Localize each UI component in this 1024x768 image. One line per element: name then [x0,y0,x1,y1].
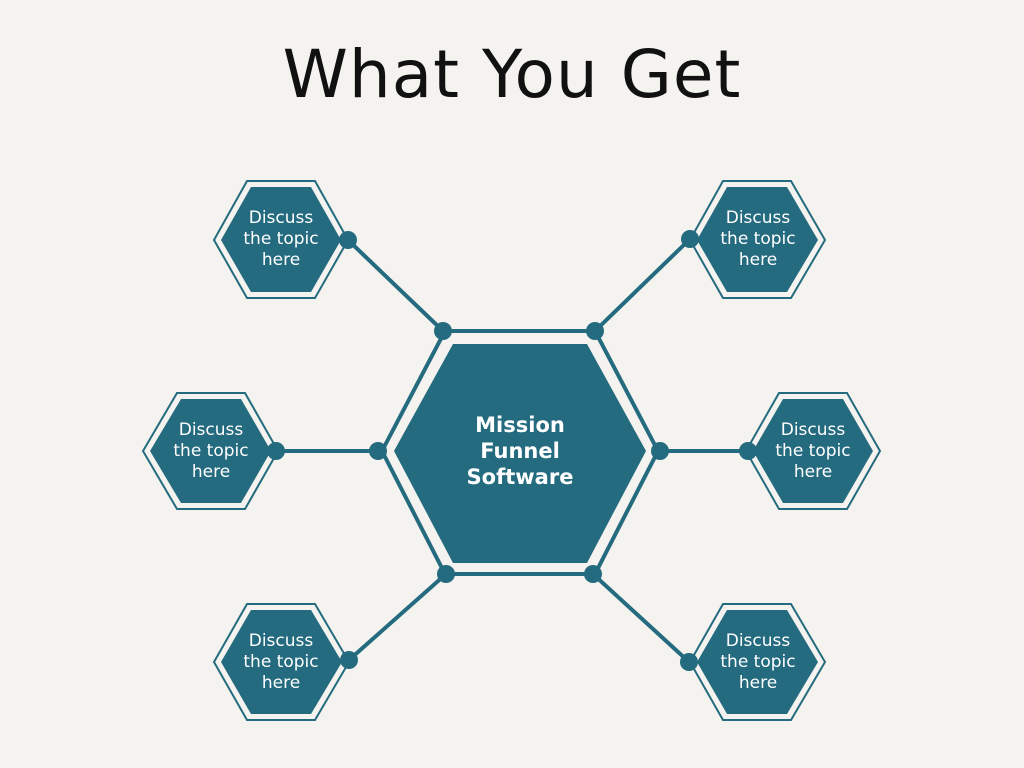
connector-dot [339,231,357,249]
node-hex-top-right [688,180,827,299]
connector-dot [267,442,285,460]
connector-bottom-left [347,572,448,662]
node-hex-bottom-right [688,603,827,721]
node-hex-mid-right [744,392,882,510]
node-label-line: here [191,462,231,482]
connector-dot [586,322,604,340]
connector-top-right [593,237,692,333]
node-label-line: Discuss [780,420,846,440]
node-label-bottom-right: Discuss the topic here [703,631,813,694]
node-label-line: Discuss [725,631,791,651]
node-label-line: Discuss [725,208,791,228]
page-title: What You Get [282,36,742,113]
node-label-line: the topic [775,441,851,461]
connector-dot [340,651,358,669]
node-label-line: here [793,462,833,482]
node-label-line: here [738,673,778,693]
connector-dot [681,230,699,248]
connector-bottom-right [591,572,691,664]
connector-dot [584,565,602,583]
node-label-top-left: Discuss the topic here [226,208,336,271]
connector-top-left [346,238,445,333]
node-label-line: Discuss [248,631,314,651]
node-label-line: the topic [243,652,319,672]
node-label-line: here [261,250,301,270]
connector-dot [680,653,698,671]
connector-dot [437,565,455,583]
center-label: Mission Funnel Software [420,412,620,490]
node-label-line: here [261,673,301,693]
node-label-mid-left: Discuss the topic here [156,420,266,483]
center-label-line: Software [466,465,574,489]
node-label-line: Discuss [178,420,244,440]
connector-dot [434,322,452,340]
center-hex [394,344,646,563]
node-label-line: the topic [720,652,796,672]
node-label-top-right: Discuss the topic here [703,208,813,271]
center-label-line: Mission [475,413,565,437]
connector-dot [739,442,757,460]
node-label-bottom-left: Discuss the topic here [226,631,336,694]
node-label-line: the topic [720,229,796,249]
node-label-line: Discuss [248,208,314,228]
connector-dot [369,442,387,460]
connector-dot [651,442,669,460]
node-label-line: here [738,250,778,270]
node-label-mid-right: Discuss the topic here [758,420,868,483]
node-label-line: the topic [243,229,319,249]
center-label-line: Funnel [480,439,560,463]
node-label-line: the topic [173,441,249,461]
